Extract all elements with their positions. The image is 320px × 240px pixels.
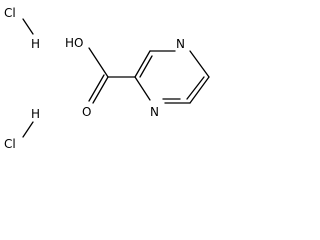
hydroxyl-label: HO	[65, 36, 83, 50]
hydrogen-label-top: H	[31, 37, 40, 51]
c-oh-bond	[88, 47, 109, 78]
nitrogen-label-top: N	[176, 37, 185, 51]
chemical-structure: Cl H H Cl HO O N N	[4, 6, 210, 151]
hcl-bottom: H Cl	[4, 107, 40, 151]
pyrazine-ring: N N	[134, 37, 210, 119]
h-cl-bond-bottom	[22, 121, 34, 138]
ring-bond-c2-c3-inner	[139, 55, 153, 78]
chlorine-label-top: Cl	[4, 6, 16, 20]
nitrogen-label-bottom: N	[150, 105, 159, 119]
hcl-top: Cl H	[4, 6, 40, 51]
c-o-double-bond-b	[88, 74, 105, 102]
ring-bond-c2-c3	[134, 50, 151, 78]
c-o-double-bond-a	[92, 76, 109, 104]
ring-bond-n4-c5	[189, 50, 210, 78]
ring-bond-n1-c2	[134, 76, 151, 101]
carboxylic-acid-group: HO O	[65, 36, 136, 119]
chlorine-label-bottom: Cl	[4, 137, 16, 151]
ring-bond-c5-c6	[189, 76, 210, 104]
hydrogen-label-bottom: H	[31, 107, 40, 121]
carbonyl-oxygen-label: O	[82, 105, 91, 119]
h-cl-bond-top	[22, 18, 34, 35]
ring-bond-c5-c6-inner	[186, 76, 205, 100]
